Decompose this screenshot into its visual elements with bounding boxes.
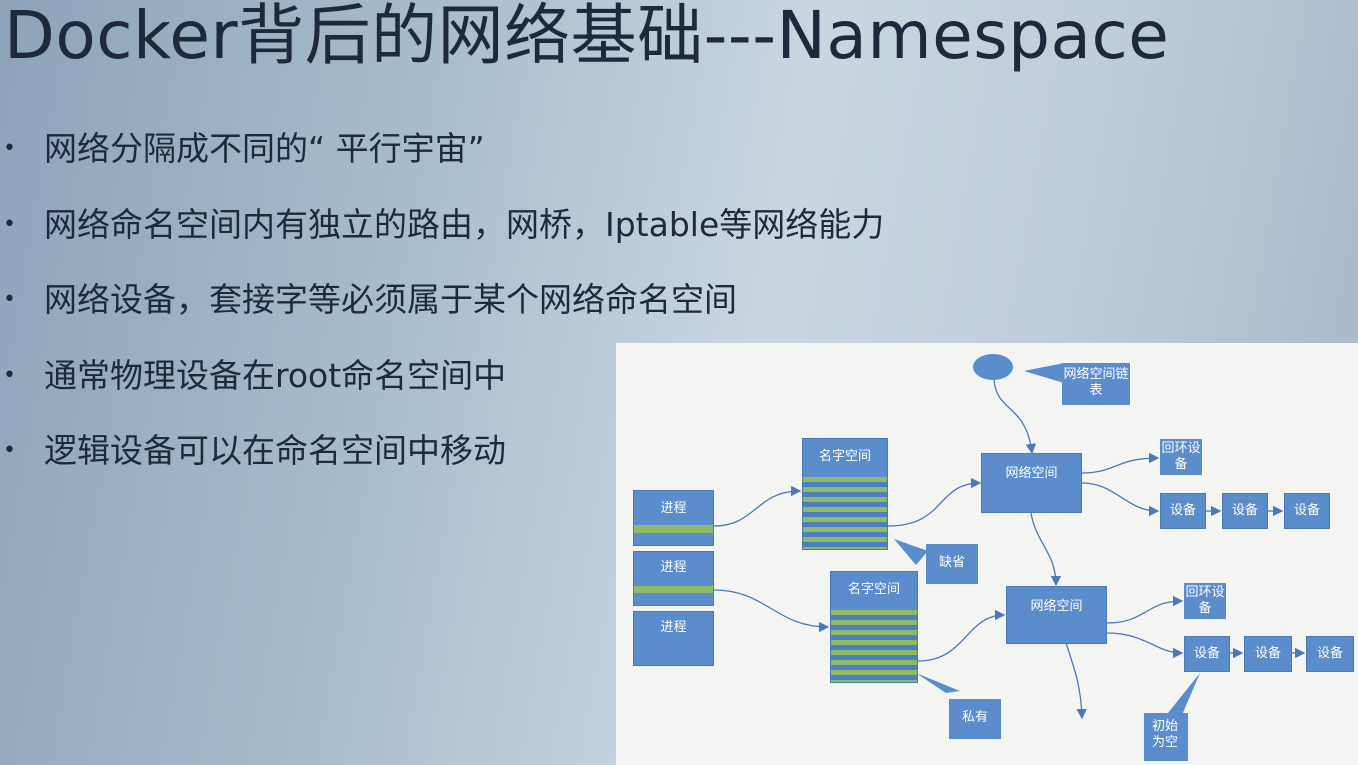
namespace-box: 名字空间 [830, 571, 918, 683]
device-box: 设备 [1244, 636, 1292, 672]
device-box: 设备 [1284, 493, 1330, 529]
netns-box: 网络空间 [1006, 586, 1107, 644]
netns-list-callout: 网络空间链表 [1062, 363, 1130, 405]
bullet-dot-icon: • [3, 438, 16, 463]
namespace-diagram: 网络空间链表 进程 进程 进程 名字空间 名字空间 缺省 私有 网络空间 网络空… [616, 343, 1358, 765]
device-box: 设备 [1184, 636, 1230, 672]
device-box: 设备 [1306, 636, 1354, 672]
netns-box: 网络空间 [981, 453, 1082, 513]
bullet-list: •网络分隔成不同的“ 平行宇宙” •网络命名空间内有独立的路由，网桥，Iptab… [0, 126, 884, 504]
loopback-box: 回环设备 [1160, 439, 1202, 475]
bullet-item: •逻辑设备可以在命名空间中移动 [0, 428, 884, 504]
diagram-connectors [713, 354, 1306, 720]
bullet-dot-icon: • [3, 362, 16, 388]
bullet-item: •网络设备，套接字等必须属于某个网络命名空间 [0, 277, 884, 353]
device-box: 设备 [1160, 493, 1206, 529]
private-callout: 私有 [949, 699, 1001, 739]
bullet-dot-icon: • [3, 136, 16, 161]
process-box: 进程 [633, 551, 714, 606]
bullet-item: •网络命名空间内有独立的路由，网桥，Iptable等网络能力 [0, 202, 884, 278]
bullet-dot-icon: • [3, 287, 16, 312]
process-box: 进程 [633, 490, 714, 546]
list-head-ellipse [973, 354, 1013, 380]
process-box: 进程 [633, 611, 714, 666]
bullet-dot-icon: • [3, 211, 16, 237]
init-empty-callout: 初始为空 [1144, 713, 1188, 761]
slide-title: Docker背后的网络基础---Namespace [4, 0, 1170, 74]
device-box: 设备 [1222, 493, 1268, 529]
loopback-box: 回环设备 [1184, 583, 1226, 619]
default-callout: 缺省 [926, 544, 978, 584]
bullet-item: •网络分隔成不同的“ 平行宇宙” [0, 126, 884, 202]
namespace-box: 名字空间 [802, 438, 888, 550]
bullet-item: •通常物理设备在root命名空间中 [0, 353, 884, 429]
